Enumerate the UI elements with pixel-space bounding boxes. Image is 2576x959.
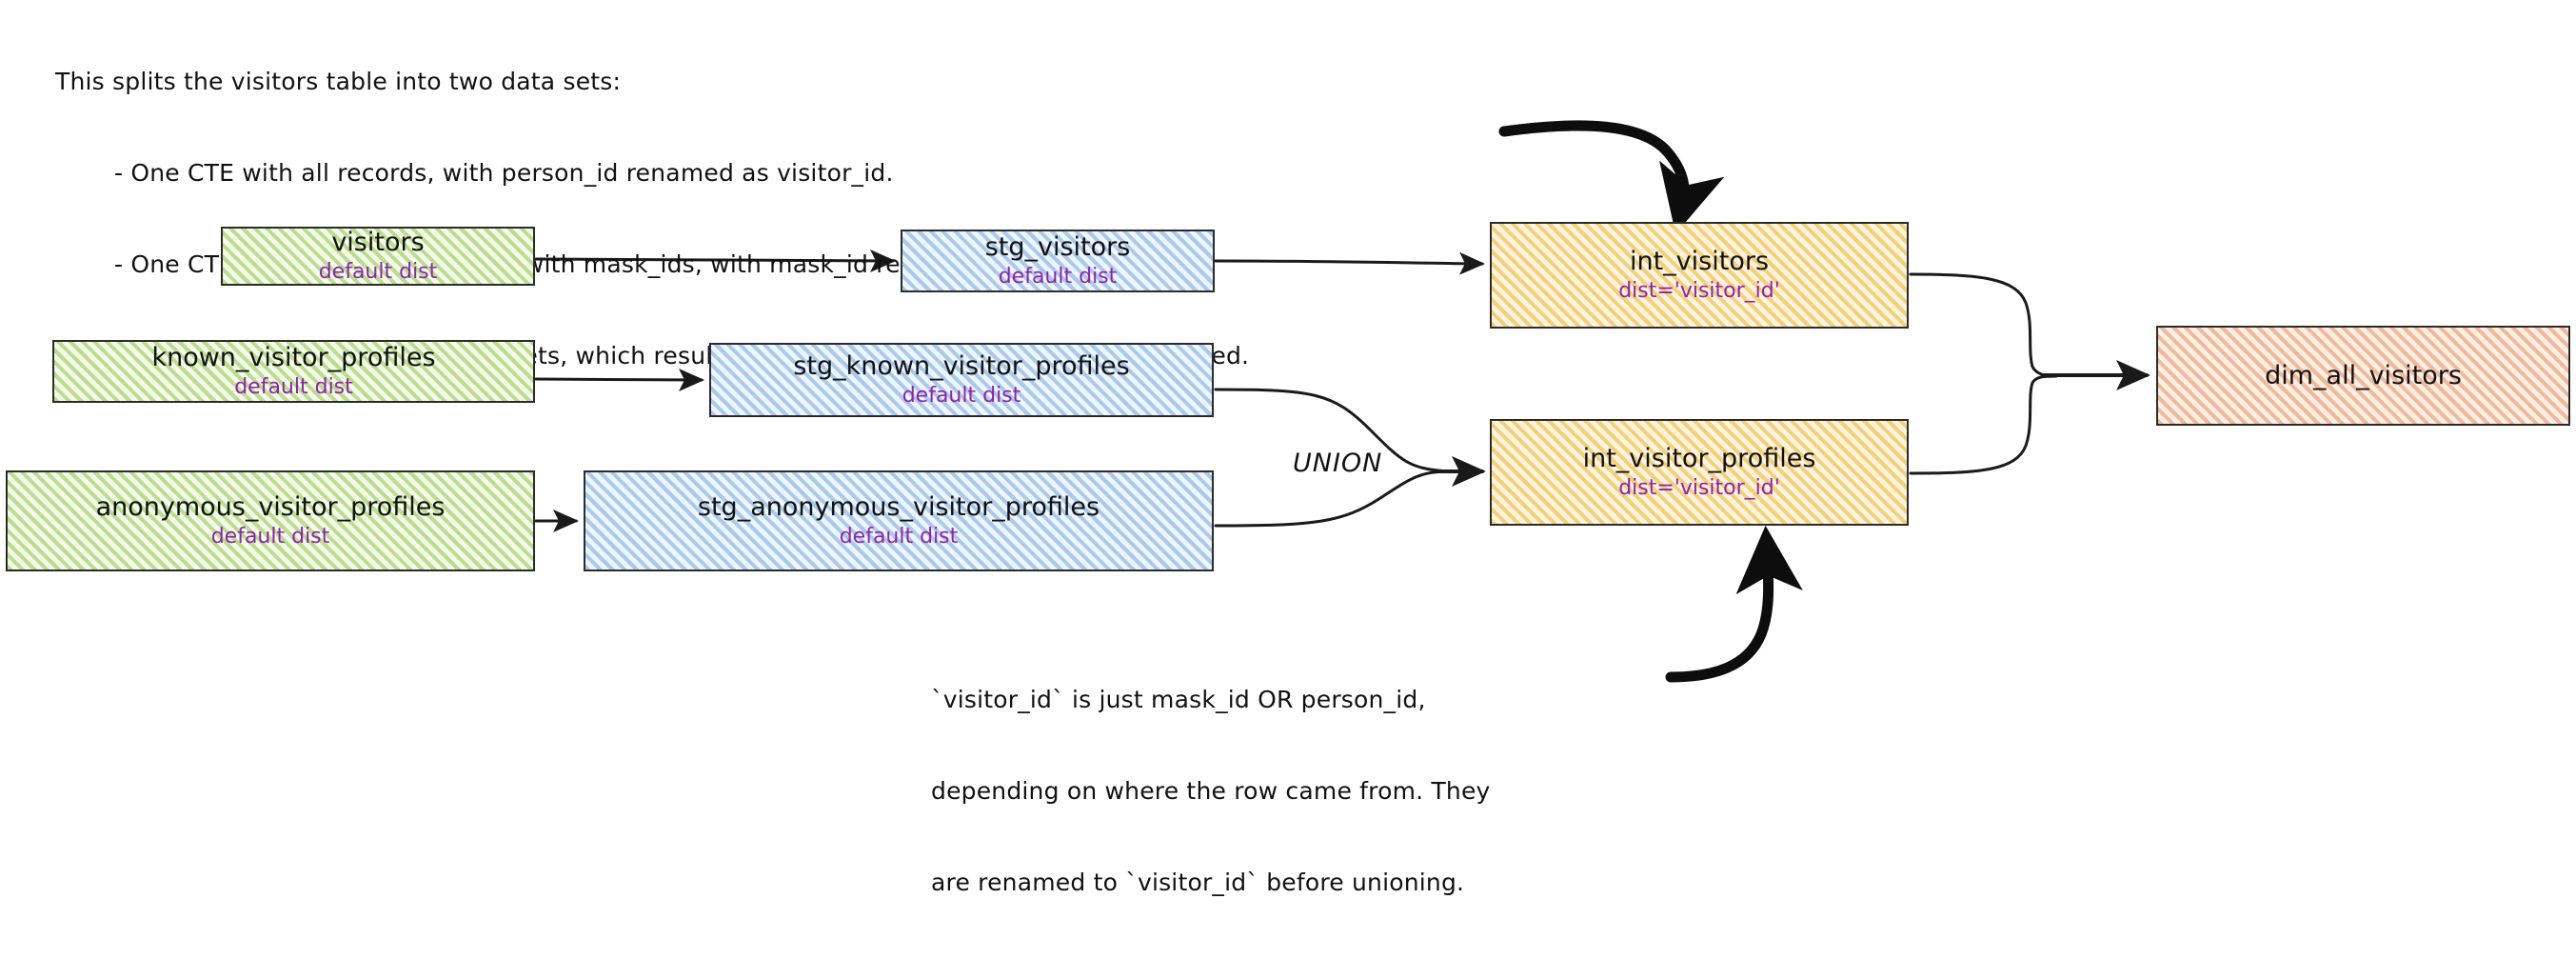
node-int-visitors-subtitle: dist='visitor_id': [1618, 278, 1780, 303]
node-dim-all-visitors-title: dim_all_visitors: [2265, 360, 2462, 390]
edge-int-visitors-to-merge: [1909, 272, 2058, 378]
node-anonymous-visitor-profiles-title: anonymous_visitor_profiles: [95, 491, 446, 522]
bottom-note-line-1: depending on where the row came from. Th…: [931, 777, 1491, 805]
node-dim-all-visitors[interactable]: dim_all_visitors: [2156, 326, 2570, 426]
node-stg-anonymous-visitor-profiles-subtitle: default dist: [839, 524, 959, 549]
node-known-visitor-profiles-subtitle: default dist: [234, 374, 353, 399]
node-stg-known-visitor-profiles[interactable]: stg_known_visitor_profiles default dist: [709, 343, 1214, 417]
node-stg-known-visitor-profiles-title: stg_known_visitor_profiles: [793, 350, 1130, 381]
node-stg-known-visitor-profiles-subtitle: default dist: [902, 383, 1021, 408]
union-label: UNION: [1293, 449, 1383, 478]
annotation-arrow-bottom: [1665, 525, 1803, 683]
node-visitors[interactable]: visitors default dist: [221, 227, 535, 286]
node-anonymous-visitor-profiles[interactable]: anonymous_visitor_profiles default dist: [6, 470, 535, 571]
node-int-visitor-profiles-title: int_visitor_profiles: [1582, 443, 1816, 473]
node-stg-anonymous-visitor-profiles[interactable]: stg_anonymous_visitor_profiles default d…: [584, 470, 1214, 571]
bottom-note-line-0: `visitor_id` is just mask_id OR person_i…: [931, 686, 1426, 713]
node-anonymous-visitor-profiles-subtitle: default dist: [210, 524, 330, 549]
diagram-canvas: This splits the visitors table into two …: [6, 68, 2570, 896]
bottom-annotation-note: `visitor_id` is just mask_id OR person_i…: [931, 624, 1491, 959]
node-stg-visitors-title: stg_visitors: [984, 231, 1131, 262]
top-note-line-1: - One CTE with all records, with person_…: [114, 159, 894, 187]
node-stg-visitors[interactable]: stg_visitors default dist: [901, 230, 1215, 292]
bottom-note-line-2: are renamed to `visitor_id` before union…: [931, 869, 1465, 896]
node-visitors-subtitle: default dist: [318, 259, 438, 284]
node-known-visitor-profiles-title: known_visitor_profiles: [151, 342, 436, 372]
node-stg-visitors-subtitle: default dist: [998, 264, 1118, 289]
node-int-visitors[interactable]: int_visitors dist='visitor_id': [1490, 222, 1909, 329]
edge-int-visitor-profiles-to-merge: [1909, 374, 2058, 475]
node-known-visitor-profiles[interactable]: known_visitor_profiles default dist: [52, 340, 535, 403]
edge-stg-anonymous-to-union: [1214, 470, 1449, 528]
top-note-line-0: This splits the visitors table into two …: [55, 68, 622, 95]
node-int-visitor-profiles-subtitle: dist='visitor_id': [1618, 475, 1780, 500]
node-visitors-title: visitors: [331, 227, 425, 257]
node-stg-anonymous-visitor-profiles-title: stg_anonymous_visitor_profiles: [697, 491, 1100, 522]
node-int-visitors-title: int_visitors: [1629, 246, 1770, 276]
edge-stg-visitors-to-int-visitors: [1214, 251, 1485, 275]
annotation-arrow-top: [1498, 120, 1725, 234]
node-int-visitor-profiles[interactable]: int_visitor_profiles dist='visitor_id': [1490, 419, 1909, 526]
